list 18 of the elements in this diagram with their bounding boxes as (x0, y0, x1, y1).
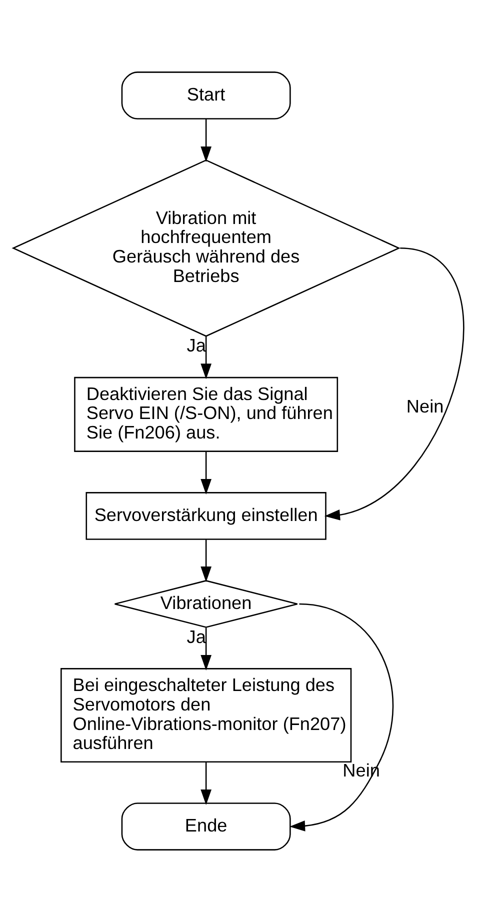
node-box: Deaktivieren Sie das Signal Servo EIN (/S-ON), und führen Sie (Fn206) aus. (74, 376, 338, 452)
arrow (200, 627, 212, 670)
edge-label: Ja (186, 626, 206, 646)
node-box: Servoverstärkung einstellen (86, 492, 326, 540)
edge-label: Ja (186, 335, 206, 356)
node-diamond: Vibrationen (114, 580, 298, 628)
arrow (200, 336, 212, 379)
arrow (200, 762, 212, 805)
arrow (200, 539, 212, 582)
arrow (290, 602, 394, 831)
node-box: Start (121, 71, 291, 119)
edge-label: Nein (406, 396, 444, 416)
node-box: Ende (121, 802, 291, 850)
node-box: Bei eingeschalteter Leistung des Servomotors den Online-Vibrations-monitor (Fn207) ausführen (60, 668, 352, 762)
arrow (200, 450, 212, 494)
arrow (324, 247, 464, 520)
arrow (200, 118, 212, 162)
node-diamond: Vibration mit hochfrequentem Geräusch während des Betriebs (12, 158, 400, 336)
